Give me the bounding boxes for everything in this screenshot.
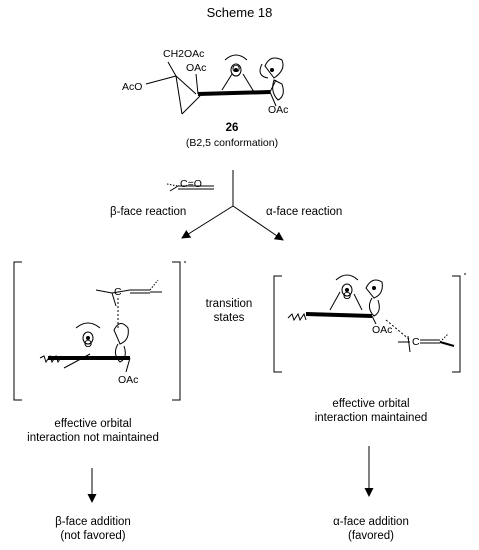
right-ts-structure — [287, 274, 455, 353]
right-caption-line2: interaction maintained — [314, 412, 428, 424]
right-oxygen-orbital — [341, 283, 353, 297]
left-ts-oac-label: OAc — [118, 374, 139, 386]
ring-bond-3 — [181, 95, 201, 115]
c2-oac-label: OAc — [268, 104, 289, 116]
transition-label: transition — [205, 298, 253, 310]
radical-dot — [270, 68, 274, 72]
alpha-face-arrow — [232, 205, 284, 241]
right-ts-carbon-label: C — [412, 336, 420, 348]
right-wavy-bond — [287, 312, 307, 322]
anomeric-p-orbital-back — [259, 63, 269, 79]
ring-bond-2 — [175, 75, 183, 115]
right-p-orbital-top — [365, 279, 383, 299]
reagent-structure — [166, 183, 214, 192]
conformation-label: (B2,5 conformation) — [185, 137, 279, 149]
right-ts-oac-label: OAc — [372, 324, 393, 336]
ring-o-bond-2 — [242, 73, 255, 93]
reagent-label: C=O — [180, 178, 202, 190]
ring-oxygen-label: O — [232, 63, 241, 75]
left-product-line1: β-face addition — [55, 516, 131, 528]
lone-pair-dot-1 — [234, 68, 238, 72]
left-oxygen-orbital — [82, 331, 94, 345]
ring-front-bond — [197, 90, 271, 96]
left-caption-line1: effective orbital — [54, 418, 132, 430]
right-caption-line1: effective orbital — [332, 398, 410, 410]
right-ts-oxygen-label: O — [343, 290, 352, 302]
ch2oac-label: CH2OAc — [163, 48, 205, 60]
beta-face-reaction-label: β-face reaction — [110, 206, 187, 218]
right-product-line1: α-face addition — [333, 516, 409, 528]
oxygen-p-orbital — [230, 63, 242, 77]
c4-bond — [145, 75, 177, 85]
c4-aco-label: AcO — [122, 81, 143, 93]
left-ts-brackets — [13, 261, 186, 401]
left-oac-bond — [125, 357, 131, 373]
left-ts-oxygen-label: O — [84, 338, 93, 350]
right-product-line2: (favored) — [347, 530, 395, 542]
oxygen-lobe — [224, 54, 248, 61]
states-label: states — [213, 312, 245, 324]
ring-bond-1 — [175, 75, 197, 95]
scheme-title: Scheme 18 — [206, 5, 273, 20]
alpha-face-reaction-label: α-face reaction — [266, 206, 343, 218]
compound-number: 26 — [225, 122, 239, 134]
left-p-orbital-top — [113, 323, 129, 345]
ch2oac-bond — [167, 61, 177, 77]
left-ring-bond — [63, 353, 91, 369]
right-interaction-line — [385, 319, 411, 341]
c2-oac-bond — [269, 91, 277, 107]
anomeric-p-orbital-bottom — [272, 79, 284, 101]
left-product-line2: (not favored) — [60, 530, 126, 542]
ring-o-bond-1 — [221, 73, 233, 91]
c3-oac-label: OAc — [186, 62, 207, 74]
beta-face-arrow — [181, 205, 234, 239]
left-ts-structure — [39, 279, 162, 373]
right-ts-brackets — [273, 273, 466, 373]
c3-oac-bond — [195, 73, 199, 95]
left-ts-carbon-label: C — [114, 286, 122, 298]
branch-arrows — [181, 170, 284, 241]
compound-26-structure — [145, 54, 284, 115]
right-ring-front-bond — [305, 312, 373, 318]
left-caption-line2: interaction not maintained — [27, 432, 159, 444]
anomeric-p-orbital-top — [264, 57, 284, 79]
